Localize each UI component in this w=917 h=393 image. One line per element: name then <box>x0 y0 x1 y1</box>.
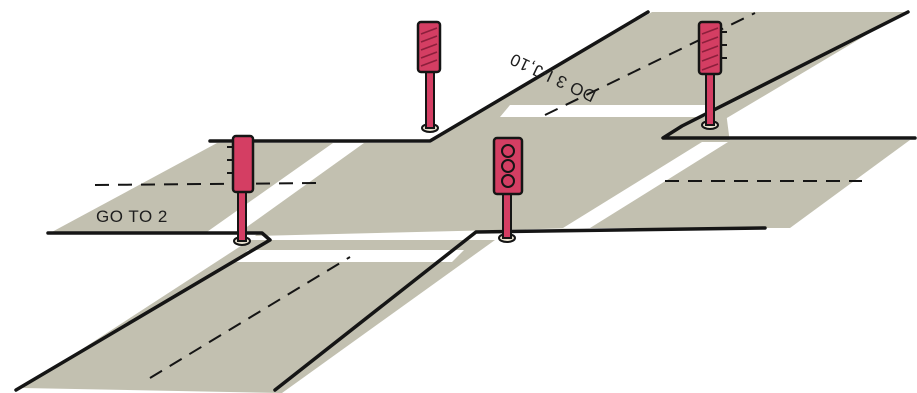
signal-lamp <box>502 160 514 172</box>
signal-pole <box>706 68 714 125</box>
signal-pole <box>238 188 246 241</box>
signal-pole <box>426 66 434 128</box>
signal-head <box>233 136 253 192</box>
crosswalk-top <box>500 105 715 117</box>
crosswalk-bottom <box>236 250 464 262</box>
left-road-label: GO TO 2 <box>96 207 168 226</box>
signal-lamp <box>502 145 514 157</box>
signal-pole <box>503 190 511 238</box>
traffic-signal-icon <box>418 22 440 132</box>
road-surface <box>22 12 910 393</box>
signal-lamp <box>502 175 514 187</box>
lower-diagonal-road <box>22 240 495 393</box>
